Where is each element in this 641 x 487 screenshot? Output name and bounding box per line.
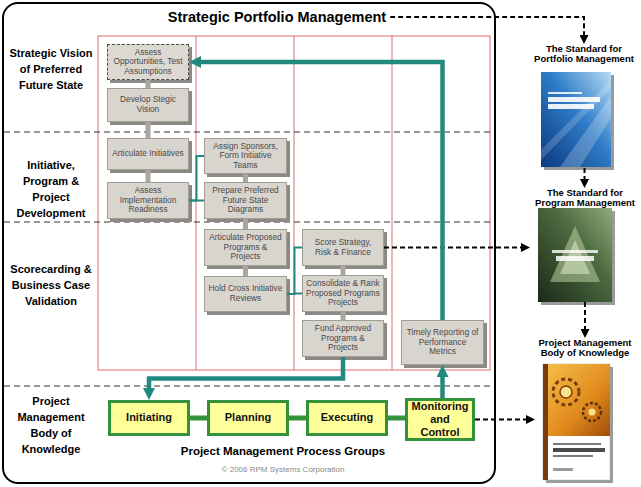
cover-gear xyxy=(583,403,601,421)
cover-title-bar xyxy=(552,250,598,253)
cover-gear xyxy=(560,386,572,398)
flow-arrow xyxy=(149,357,343,388)
book-title: The Standard for Program Management xyxy=(530,188,640,209)
process-box: Assess Implementation Readiness xyxy=(107,182,189,219)
cover-pyramid xyxy=(550,226,600,282)
cover-title-bar xyxy=(548,104,594,109)
book-title: The Standard for Portfolio Management xyxy=(530,44,638,65)
cover-gear xyxy=(553,379,579,405)
box-text: Initiating xyxy=(126,411,172,424)
process-box: Score Strategy, Risk & Finance xyxy=(302,229,384,266)
flow-arrow xyxy=(440,377,445,398)
phase-connector xyxy=(388,416,405,421)
row-label: Scorecarding & Business Case Validation xyxy=(4,261,98,309)
reference-arrow xyxy=(384,247,521,249)
cover-spine xyxy=(543,364,548,480)
box-text: Timely Reporting of Performance Metrics xyxy=(405,328,480,357)
process-box: Consolidate & Rank Proposed Programs Pro… xyxy=(302,275,384,312)
box-text: Executing xyxy=(321,411,374,424)
cover-title-bar xyxy=(548,97,600,102)
row-divider xyxy=(4,386,494,387)
process-box: Assign Sponsors, Form Initiative Teams xyxy=(204,138,287,174)
box-text: Hold Cross Initiative Reviews xyxy=(208,284,283,303)
cover-title-bar xyxy=(556,256,594,261)
cover-title-bar xyxy=(553,455,593,457)
book-cover xyxy=(541,72,611,167)
column-grid xyxy=(98,36,490,370)
box-text: Assess Implementation Readiness xyxy=(111,186,185,215)
column-divider xyxy=(392,36,393,370)
process-box: Develop Stegic Vision xyxy=(107,88,189,122)
process-box: Timely Reporting of Performance Metrics xyxy=(401,320,484,365)
step-connector xyxy=(243,219,248,229)
process-group-box: Executing xyxy=(306,400,388,436)
row-label: Initiative, Program & Project Developmen… xyxy=(4,157,98,221)
row-label: Project Management Body of Knowledge xyxy=(4,393,98,457)
process-box: Articulate Proposed Programs & Projects xyxy=(204,229,287,266)
standard-book: Project Management Body of Knowledge xyxy=(535,338,635,482)
step-connector xyxy=(146,170,151,182)
branch-connector xyxy=(287,293,302,296)
process-box: Hold Cross Initiative Reviews xyxy=(204,276,287,312)
reference-arrow xyxy=(584,302,586,329)
box-text: Prepare Preferred Future State Diagrams xyxy=(208,186,283,215)
step-connector xyxy=(243,174,248,182)
standard-book: The Standard for Program Management xyxy=(530,188,640,302)
cover-title-bar xyxy=(553,448,605,452)
box-text: Score Strategy, Risk & Finance xyxy=(306,238,380,257)
process-group-box: Initiating xyxy=(108,400,190,436)
cover-title-bar xyxy=(553,468,573,471)
group-caption: Project Management Process Groups xyxy=(150,444,416,458)
branch-connector xyxy=(287,248,302,295)
cover-band xyxy=(543,364,610,436)
box-text: Planning xyxy=(225,411,271,424)
cover-title-bar xyxy=(553,443,601,445)
book-title: Project Management Body of Knowledge xyxy=(535,338,635,359)
copyright-note: © 2006 RPM Systems Corporation xyxy=(150,465,416,475)
box-text: Assess Opportunities, Test Assumptions xyxy=(111,48,185,77)
standard-book: The Standard for Portfolio Management xyxy=(530,44,638,168)
step-connector xyxy=(146,122,151,138)
cover-light-beam xyxy=(541,80,611,160)
process-group-box: Monitoring and Control xyxy=(405,398,475,441)
cover-title-bar xyxy=(548,92,582,94)
step-connector xyxy=(146,80,151,88)
process-box: Articulate Initiatives xyxy=(107,138,189,170)
column-divider xyxy=(196,36,197,370)
process-box: Prepare Preferred Future State Diagrams xyxy=(204,182,287,219)
book-cover xyxy=(538,208,612,302)
branch-connector xyxy=(189,156,204,201)
box-text: Monitoring and Control xyxy=(410,400,470,440)
flow-arrow xyxy=(201,62,443,320)
box-text: Fund Approved Programs & Projects xyxy=(306,324,380,353)
book-cover xyxy=(543,364,610,480)
phase-connector xyxy=(289,416,306,421)
row-divider xyxy=(4,222,494,223)
box-text: Develop Stegic Vision xyxy=(111,95,185,114)
process-group-box: Planning xyxy=(207,400,289,436)
cover-gear xyxy=(589,409,596,416)
reference-arrow xyxy=(390,17,584,35)
process-box: Assess Opportunities, Test Assumptions xyxy=(107,44,189,80)
branch-connector xyxy=(189,200,204,202)
row-label: Strategic Vision of Preferred Future Sta… xyxy=(4,45,98,93)
column-divider xyxy=(294,36,295,370)
reference-arrow xyxy=(584,168,586,179)
process-box: Fund Approved Programs & Projects xyxy=(302,320,384,357)
frame-heading: Strategic Portfolio Management xyxy=(168,9,386,25)
reference-arrow xyxy=(475,419,526,421)
box-text: Assign Sponsors, Form Initiative Teams xyxy=(208,142,283,171)
step-connector xyxy=(341,312,346,320)
row-divider xyxy=(4,132,494,133)
phase-connector xyxy=(190,416,207,421)
box-text: Articulate Initiatives xyxy=(112,149,183,159)
box-text: Consolidate & Rank Proposed Programs Pro… xyxy=(306,279,380,308)
step-connector xyxy=(243,266,248,276)
box-text: Articulate Proposed Programs & Projects xyxy=(208,233,283,262)
step-connector xyxy=(341,266,346,275)
